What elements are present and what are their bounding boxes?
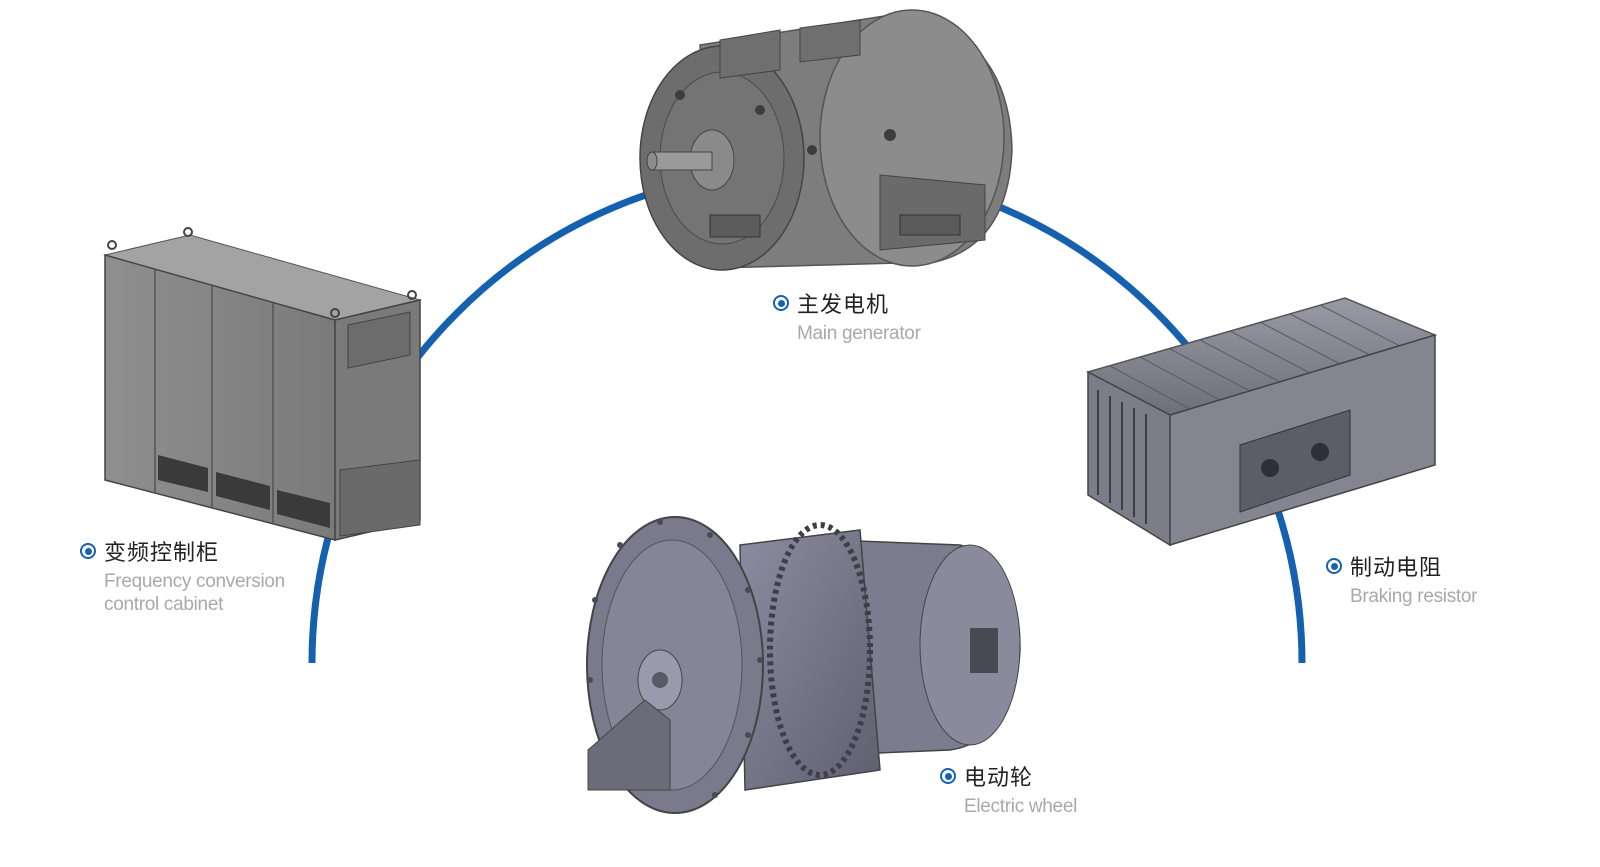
electric-wheel-image [586, 516, 1021, 814]
bullet-icon [773, 295, 789, 311]
main-generator-image [639, 9, 1013, 271]
bullet-icon [940, 768, 956, 784]
cabinet-image [103, 227, 422, 541]
bullet-icon [80, 543, 96, 559]
cabinet-label: 变频控制柜 Frequency conversion control cabin… [80, 535, 285, 616]
main-generator-zh: 主发电机 [797, 293, 890, 318]
main-generator-en: Main generator [797, 323, 921, 344]
cabinet-en-line2: control cabinet [104, 594, 224, 615]
braking-resistor-label: 制动电阻 Braking resistor [1326, 550, 1478, 608]
braking-resistor-en: Braking resistor [1350, 586, 1478, 607]
cabinet-en-line1: Frequency conversion [104, 571, 285, 592]
electric-wheel-en: Electric wheel [964, 796, 1078, 817]
bullet-icon [1326, 558, 1342, 574]
braking-resistor-zh: 制动电阻 [1350, 556, 1443, 581]
electric-wheel-zh: 电动轮 [964, 766, 1034, 791]
main-generator-label: 主发电机 Main generator [773, 287, 921, 345]
electric-wheel-label: 电动轮 Electric wheel [940, 760, 1077, 818]
resistor-image [1085, 297, 1438, 547]
cabinet-zh: 变频控制柜 [104, 541, 220, 566]
